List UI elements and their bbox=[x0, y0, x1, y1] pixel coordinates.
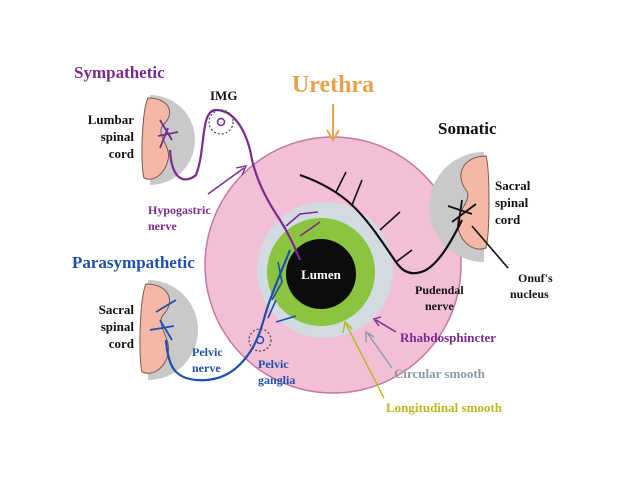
lumbar-label-2: spinal bbox=[101, 129, 135, 144]
pelvic-nerve-label-2: nerve bbox=[192, 361, 221, 375]
hypogastric-label-2: nerve bbox=[148, 219, 177, 233]
lumbar-label-1: Lumbar bbox=[88, 112, 134, 127]
lumbar-label-3: cord bbox=[109, 146, 135, 161]
circular-smooth-label: Circular smooth bbox=[394, 366, 486, 381]
sacral-left-label-3: cord bbox=[109, 336, 135, 351]
onuf-label-2: nucleus bbox=[510, 287, 549, 301]
longitudinal-arrow-head bbox=[342, 320, 353, 334]
parasympathetic-label: Parasympathetic bbox=[72, 253, 195, 272]
pelvic-ganglia-marker bbox=[248, 328, 272, 352]
sacral-right-label-1: Sacral bbox=[495, 178, 531, 193]
circular-arrow-head bbox=[365, 330, 375, 342]
hypogastric-arrow bbox=[207, 167, 245, 195]
sacral-spinal-cord-right bbox=[429, 152, 490, 262]
sacral-left-label-2: spinal bbox=[101, 319, 135, 334]
somatic-pathway bbox=[299, 171, 463, 275]
onuf-pointer bbox=[471, 225, 509, 269]
pelvic-nerve-path bbox=[164, 249, 292, 382]
sacral-left-cord-fibers bbox=[149, 299, 177, 341]
longitudinal-arrow bbox=[345, 323, 385, 399]
somatic-label: Somatic bbox=[438, 119, 497, 138]
sacral-spinal-cord-left bbox=[139, 280, 198, 380]
circular-arrow bbox=[367, 333, 393, 369]
pelvic-ganglia-label-2: ganglia bbox=[258, 373, 295, 387]
urethra-cross-section bbox=[204, 136, 462, 394]
lumen bbox=[286, 239, 356, 309]
pelvic-nerve-label-1: Pelvic bbox=[192, 345, 223, 359]
leader-lines bbox=[207, 104, 509, 399]
sacral-left-label-1: Sacral bbox=[99, 302, 135, 317]
sympathetic-branches bbox=[285, 211, 321, 237]
urethra-title: Urethra bbox=[292, 72, 374, 98]
urethra-arrow-head bbox=[326, 129, 340, 142]
parasympathetic-branches bbox=[267, 261, 297, 323]
parasympathetic-pathway bbox=[164, 249, 297, 382]
pelvic-ganglia-label-1: Pelvic bbox=[258, 357, 289, 371]
lumbar-cord-tissue bbox=[141, 97, 170, 180]
img-ganglion bbox=[216, 117, 226, 127]
pudendal-label-1: Pudendal bbox=[415, 283, 464, 297]
sacral-right-label-3: cord bbox=[495, 212, 521, 227]
sacral-right-cord-fibers bbox=[447, 199, 477, 229]
pudendal-label-2: nerve bbox=[425, 299, 454, 313]
hypogastric-arrow-head bbox=[235, 165, 248, 176]
rhabdosphincter-label: Rhabdosphincter bbox=[400, 330, 496, 345]
sympathetic-label: Sympathetic bbox=[74, 63, 165, 82]
lumen-label: Lumen bbox=[301, 267, 342, 282]
rhabdosphincter-arrow bbox=[375, 319, 397, 333]
sacral-right-label-2: spinal bbox=[495, 195, 529, 210]
onuf-label-1: Onuf's bbox=[518, 271, 553, 285]
lumbar-spinal-cord bbox=[141, 95, 195, 185]
lumbar-cord-fibers bbox=[157, 119, 179, 149]
hypogastric-label-1: Hypogastric bbox=[148, 203, 211, 217]
pelvic-ganglion bbox=[255, 335, 265, 345]
rhabdosphincter-arrow-head bbox=[372, 316, 382, 327]
img-label: IMG bbox=[210, 88, 237, 103]
longitudinal-smooth-label: Longitudinal smooth bbox=[386, 400, 503, 415]
img-ganglion-marker bbox=[208, 109, 234, 135]
sympathetic-pathway bbox=[168, 108, 321, 261]
pudendal-branches bbox=[335, 171, 413, 263]
hypogastric-nerve-path bbox=[168, 108, 302, 261]
labels: Urethra Sympathetic Parasympathetic Soma… bbox=[72, 63, 553, 415]
